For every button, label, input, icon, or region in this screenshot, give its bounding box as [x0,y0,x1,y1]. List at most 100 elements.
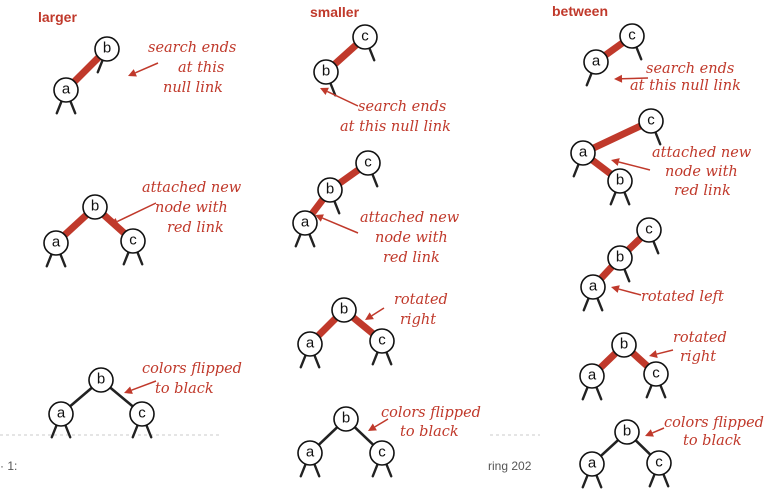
tree-node-b: b [82,194,108,220]
annotation-line: colors flipped [664,415,764,431]
tree-node-c: c [638,108,664,134]
null-link [145,423,153,439]
annotation-arrow [110,202,157,226]
node-circle [607,168,633,194]
annotation-line: node with [665,164,738,180]
null-link [122,250,130,266]
column-header-larger: larger [38,9,77,25]
null-link [609,190,617,206]
node-label: a [57,405,66,422]
node-label: c [378,444,386,461]
annotation-between-flipped: colors flipped to black [664,415,764,449]
null-link [368,46,376,62]
node-label: a [588,455,597,472]
null-link [371,350,379,366]
null-link [313,462,321,478]
annotation-arrow [315,214,359,234]
tree-node-b: b [313,59,339,85]
tree-node-c: c [369,440,395,466]
null-link [648,472,656,488]
tree-node-c: c [120,228,146,254]
annotation-line: attached new [142,180,242,196]
null-link [96,58,104,74]
node-label: b [340,301,348,318]
null-link [654,130,662,146]
null-link [371,462,379,478]
black-link [317,426,339,446]
annotation-arrow [128,62,159,77]
annotation-line: search ends [148,40,236,56]
null-link [572,162,580,178]
annotation-larger-search: search ends at this null link [148,40,236,96]
null-link [645,383,653,399]
node-label: a [306,444,315,461]
node-label: c [361,28,369,45]
node-circle [313,59,339,85]
node-label: a [588,367,597,384]
column-header-between: between [552,3,608,19]
annotation-line: red link [674,183,731,199]
null-link [385,350,393,366]
node-label: c [655,454,663,471]
node-label: b [620,336,628,353]
annotation-line: node with [155,200,228,216]
null-link [595,385,603,401]
annotation-line: to black [683,433,742,449]
annotation-smaller-search: search ends at this null link [340,99,451,135]
node-circle [583,49,609,75]
null-link [371,172,379,188]
red-link [598,264,615,281]
annotation-arrow [124,380,157,394]
red-link [592,122,642,152]
tree-node-b: b [607,168,633,194]
node-label: b [91,198,99,215]
null-link [45,252,53,268]
black-link [634,439,652,456]
node-circle [43,230,69,256]
node-circle [53,77,79,103]
annotation-smaller-rotated: rotated right [394,292,448,328]
node-label: a [62,81,71,98]
null-link [299,353,307,369]
node-label: b [623,423,631,440]
null-link [299,462,307,478]
red-link [630,350,650,369]
tree-node-c: c [129,401,155,427]
null-link [59,252,67,268]
annotation-line: to black [155,381,214,397]
node-circle [580,274,606,300]
node-circle [297,331,323,357]
tree-node-b: b [607,245,633,271]
node-label: b [103,40,111,57]
node-label: c [628,27,636,44]
node-circle [579,451,605,477]
null-link [652,239,660,255]
red-link [62,212,89,238]
tree-node-c: c [636,217,662,243]
null-link [294,232,302,248]
node-circle [579,363,605,389]
node-circle [317,177,343,203]
node-circle [333,406,359,432]
annotation-arrow [365,307,385,320]
tree-node-b: b [333,406,359,432]
annotation-line: rotated [394,292,448,308]
null-link [308,232,316,248]
annotation-smaller-attached: attached new node with red link [360,210,460,266]
red-link [337,167,361,186]
tree-node-c: c [355,150,381,176]
annotation-arrow [645,427,665,437]
node-circle [120,228,146,254]
node-circle [570,140,596,166]
annotation-line: at this [178,60,224,76]
tree-node-c: c [646,450,672,476]
null-link [582,296,590,312]
null-link [131,423,139,439]
annotation-line: rotated [673,330,727,346]
node-label: b [97,371,105,388]
node-circle [355,150,381,176]
node-circle [643,361,669,387]
node-circle [619,23,645,49]
null-link [50,423,58,439]
